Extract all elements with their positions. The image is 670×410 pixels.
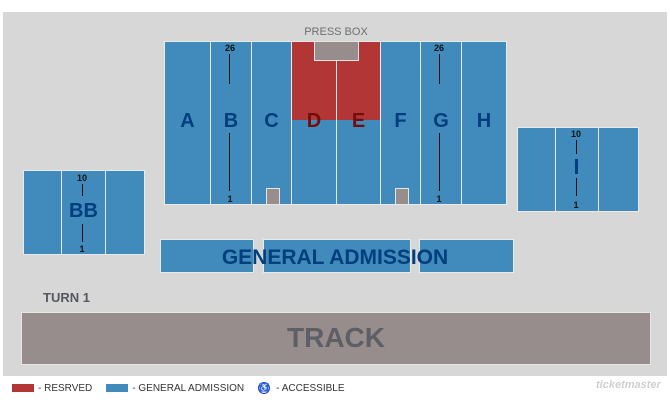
row-top-b: 26 xyxy=(224,43,235,53)
section-i-left[interactable] xyxy=(517,127,556,212)
row-line-i-top xyxy=(576,140,577,154)
legend-reserved: - RESRVED xyxy=(38,382,93,394)
row-top-i: 10 xyxy=(570,129,581,139)
legend-general-admission: - GENERAL ADMISSION xyxy=(132,382,245,394)
section-c[interactable] xyxy=(251,41,292,205)
row-bottom-bb: 1 xyxy=(79,244,85,254)
section-i-right[interactable] xyxy=(598,127,639,212)
section-label-h: H xyxy=(476,110,492,132)
row-line-g-top xyxy=(439,54,440,84)
section-label-f: F xyxy=(394,110,407,132)
row-top-bb: 10 xyxy=(76,173,87,183)
track-area xyxy=(21,312,651,365)
accessible-area-f[interactable] xyxy=(395,188,409,205)
row-line-i-bottom xyxy=(576,178,577,196)
row-bottom-g: 1 xyxy=(436,194,442,204)
section-label-a: A xyxy=(180,110,195,132)
general-admission-label: GENERAL ADMISSION xyxy=(221,246,449,269)
row-line-bb-top xyxy=(82,184,83,196)
section-label-g: G xyxy=(433,110,449,132)
ga-floor-right[interactable] xyxy=(419,239,514,273)
row-line-bb-bottom xyxy=(82,224,83,242)
section-label-b: B xyxy=(223,110,239,132)
accessible-area-c[interactable] xyxy=(266,188,280,205)
press-box xyxy=(314,41,359,61)
legend: - RESRVED - GENERAL ADMISSION ♿ - ACCESS… xyxy=(12,381,359,395)
general-admission-swatch xyxy=(106,384,129,392)
section-bb-left[interactable] xyxy=(23,170,62,255)
turn-1-label: TURN 1 xyxy=(43,290,90,305)
section-a[interactable] xyxy=(164,41,211,205)
row-line-b-bottom xyxy=(229,133,230,191)
row-line-g-bottom xyxy=(439,133,440,191)
wheelchair-icon: ♿ xyxy=(258,382,271,394)
section-label-i xyxy=(575,159,578,174)
ticketmaster-logo: ticketmaster xyxy=(596,379,661,391)
ga-floor-center[interactable] xyxy=(263,239,411,273)
track-label: TRACK xyxy=(287,322,385,353)
row-top-g: 26 xyxy=(433,43,444,53)
section-label-d: D xyxy=(306,110,322,132)
row-line-b-top xyxy=(229,54,230,84)
section-b[interactable] xyxy=(210,41,252,205)
section-label-bb: BB xyxy=(69,200,98,222)
press-box-label: PRESS BOX xyxy=(304,26,368,38)
section-f[interactable] xyxy=(380,41,421,205)
ga-floor-left[interactable] xyxy=(160,239,254,273)
row-bottom-b: 1 xyxy=(227,194,233,204)
reserved-swatch xyxy=(12,384,34,392)
row-bottom-i: 1 xyxy=(573,200,579,210)
section-bb-right[interactable] xyxy=(105,170,145,255)
legend-accessible: - ACCESSIBLE xyxy=(276,382,345,394)
section-divider xyxy=(336,60,337,120)
section-label-e: E xyxy=(351,110,366,132)
section-h[interactable] xyxy=(461,41,507,205)
section-label-c: C xyxy=(264,110,279,132)
